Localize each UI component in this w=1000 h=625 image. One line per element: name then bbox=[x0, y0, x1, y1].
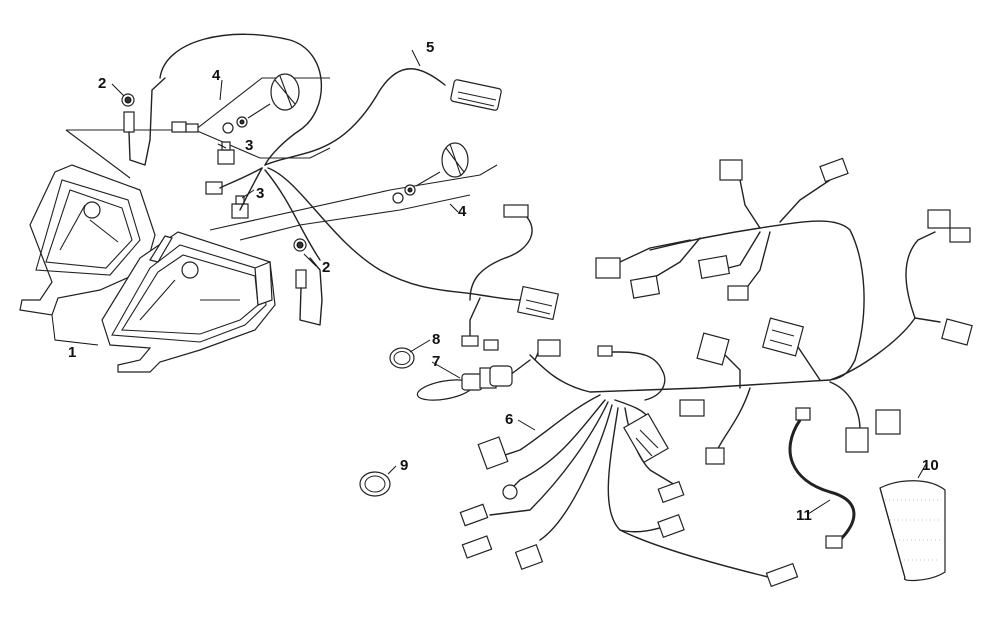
grommet-part-7 bbox=[416, 365, 513, 401]
callout-8: 8 bbox=[432, 331, 440, 348]
callout-9: 9 bbox=[400, 457, 408, 474]
clamp-ring-9 bbox=[359, 471, 391, 497]
callout-4-upper: 4 bbox=[212, 67, 221, 84]
main-harness bbox=[459, 157, 973, 588]
callout-4-lower: 4 bbox=[458, 203, 467, 220]
jumper-harness-11 bbox=[788, 407, 856, 549]
callout-2-upper: 2 bbox=[98, 75, 106, 92]
callout-10: 10 bbox=[922, 457, 939, 474]
callout-6: 6 bbox=[505, 411, 513, 428]
bulb-socket-upper bbox=[65, 73, 331, 179]
callout-2-lower: 2 bbox=[322, 259, 330, 276]
callout-3-lower: 3 bbox=[256, 185, 264, 202]
protective-sleeve-10 bbox=[879, 480, 946, 582]
callout-5: 5 bbox=[426, 39, 434, 56]
callout-1: 1 bbox=[68, 344, 76, 361]
callout-11: 11 bbox=[796, 507, 812, 524]
callout-7: 7 bbox=[432, 353, 440, 370]
headlight-harness bbox=[159, 33, 560, 351]
clamp-ring-8 bbox=[389, 347, 415, 369]
headlight-left bbox=[19, 164, 156, 316]
bulb-socket-lower bbox=[205, 142, 498, 326]
callout-3-upper: 3 bbox=[245, 137, 253, 154]
headlight-right bbox=[101, 231, 276, 373]
